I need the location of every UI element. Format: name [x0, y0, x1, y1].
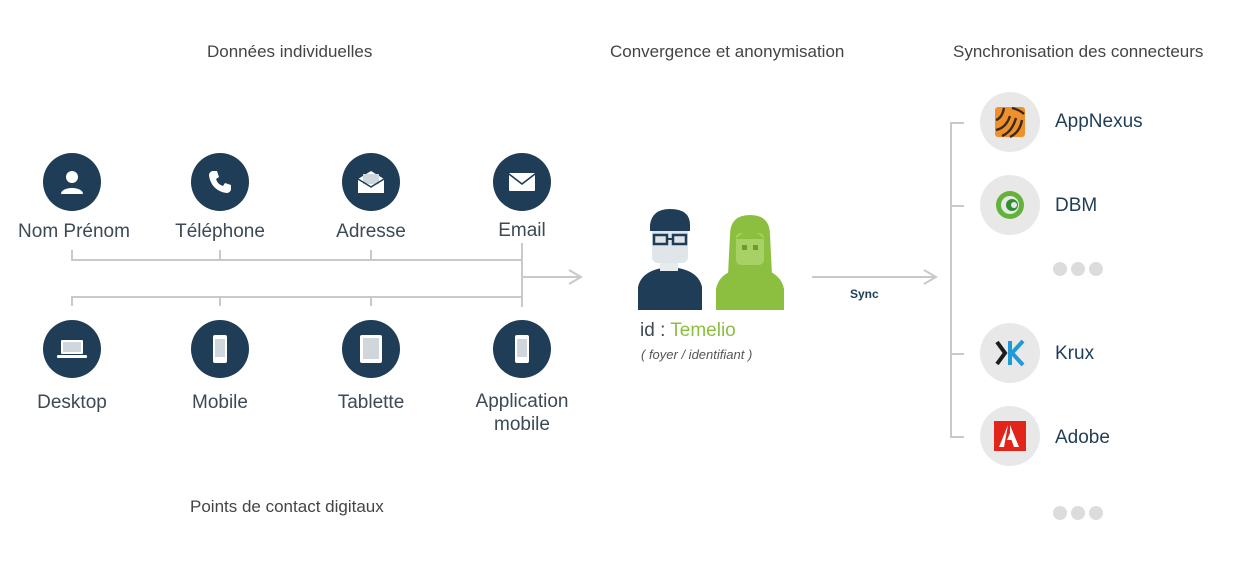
appnexus-logo: [980, 92, 1040, 152]
identity-brand: Temelio: [670, 320, 736, 341]
label-adresse: Adresse: [336, 221, 406, 242]
connector-krux: Krux: [1055, 343, 1095, 364]
envelope-icon: [493, 153, 551, 211]
person-icon: [43, 153, 101, 211]
bracket-tick: [950, 353, 964, 355]
tick: [370, 250, 372, 260]
label-email: Email: [498, 220, 546, 241]
heading-touchpoints: Points de contact digitaux: [190, 497, 384, 516]
connector-appnexus: AppNexus: [1055, 111, 1143, 132]
phone-icon: [191, 153, 249, 211]
tick: [219, 296, 221, 306]
connector-adobe: Adobe: [1055, 427, 1110, 448]
bracket-tick: [950, 122, 964, 124]
label-desktop: Desktop: [37, 392, 107, 413]
sync-arrow: [812, 269, 938, 285]
merge-line: [521, 243, 523, 307]
adobe-logo: [980, 406, 1040, 466]
label-nom-prenom: Nom Prénom: [18, 221, 130, 242]
heading-sync: Synchronisation des connecteurs: [953, 42, 1204, 61]
identity-prefix: id :: [640, 320, 671, 341]
connector-dbm: DBM: [1055, 195, 1098, 216]
tick: [71, 250, 73, 260]
laptop-icon: [43, 320, 101, 378]
more-connectors-dots: [1053, 506, 1103, 520]
bracket-tick: [950, 205, 964, 207]
tick: [71, 296, 73, 306]
label-tablette: Tablette: [337, 392, 405, 413]
label-telephone: Téléphone: [175, 221, 265, 242]
bottom-bus-line: [71, 296, 523, 298]
sync-label: Sync: [850, 287, 879, 301]
tick: [219, 250, 221, 260]
identity-note: ( foyer / identifiant ): [641, 347, 753, 362]
label-application-mobile: Application mobile: [475, 391, 569, 435]
mobile-icon: [191, 320, 249, 378]
top-bus-line: [71, 259, 523, 261]
heading-individual-data: Données individuelles: [207, 42, 373, 61]
dbm-logo: [980, 175, 1040, 235]
envelope-open-icon: [342, 153, 400, 211]
arrow-to-center: [521, 269, 583, 285]
bracket-tick: [950, 436, 964, 438]
krux-logo: [980, 323, 1040, 383]
heading-convergence: Convergence et anonymisation: [610, 42, 845, 61]
tick: [370, 296, 372, 306]
mobile-app-icon: [493, 320, 551, 378]
tablet-icon: [342, 320, 400, 378]
more-connectors-dots: [1053, 262, 1103, 276]
identity-label: id : Temelio: [640, 320, 810, 342]
connector-bracket: [950, 122, 952, 438]
people-icon: [638, 209, 784, 310]
label-mobile: Mobile: [192, 392, 248, 413]
